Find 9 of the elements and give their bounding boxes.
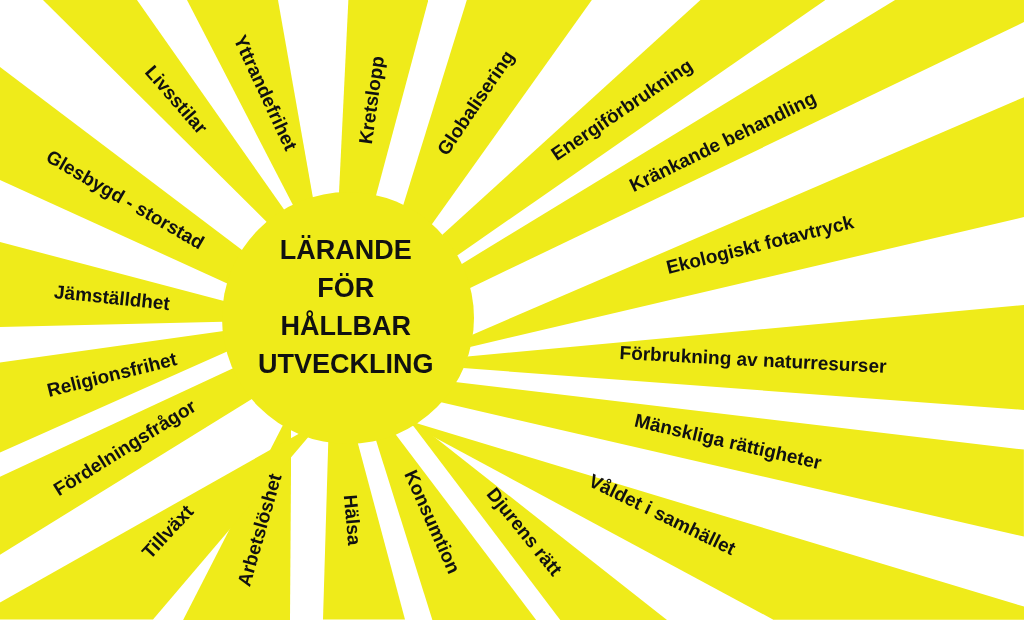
topic-label: Jämställdhet <box>53 281 171 315</box>
sun-ray <box>462 305 1024 410</box>
sun-circle <box>222 192 474 444</box>
sun-ray <box>338 0 428 197</box>
topic-label: Förbrukning av naturresurser <box>619 342 887 378</box>
sun-ray <box>323 441 405 620</box>
topic-label: Kretslopp <box>354 54 390 146</box>
topic-label: Hälsa <box>338 493 366 547</box>
center-title: LÄRANDE FÖR HÅLLBAR UTVECKLING <box>258 234 434 381</box>
